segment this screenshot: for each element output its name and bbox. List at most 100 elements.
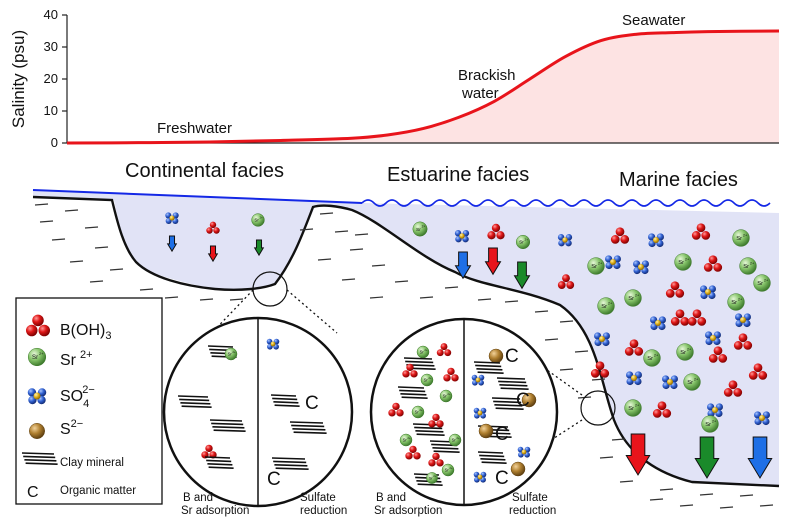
boron-molecule [665,281,685,298]
sulfide-ion [29,423,45,439]
sediment-dash [34,203,49,206]
y-tick-label: 40 [44,7,58,22]
legend-label-sulfate: SO42− [60,384,95,410]
sediment-dash [94,246,109,249]
sediment-dash [544,338,559,341]
boron-molecule [687,309,707,326]
svg-text:2+: 2+ [750,261,755,265]
sediment-dash [51,238,66,241]
svg-text:Sr: Sr [601,304,607,310]
svg-text:2+: 2+ [428,376,431,380]
sulfate-ion [266,338,280,350]
strontium-ion: Sr2+ [676,343,694,361]
boron-molecule [428,413,444,428]
boron-molecule [670,309,690,326]
organic-matter-symbol: C [505,346,519,367]
flux-arrow [694,436,720,479]
zoom-marker-estuarine [580,390,616,426]
clay-mineral [270,394,300,407]
sulfate-ion [27,388,47,405]
svg-text:Sr: Sr [416,227,421,233]
y-tick-label: 20 [44,71,58,86]
legend-label-boron: B(OH)3 [60,322,111,342]
svg-text:Sr: Sr [445,468,450,473]
sediment-dash [64,209,79,212]
sediment-dash [39,220,54,223]
sulfate-ion [165,212,179,224]
boron-molecule [723,380,743,397]
sediment-dash [69,260,84,263]
zoom-callouts [204,271,616,469]
svg-text:2+: 2+ [422,225,426,229]
clay-mineral [473,361,504,374]
sediment-dash [504,300,519,303]
legend-organic-symbol: C [27,484,39,501]
sediment-dash [319,212,334,215]
svg-text:2+: 2+ [685,257,690,261]
flux-arrow [454,251,472,280]
svg-text:2+: 2+ [654,353,659,357]
svg-text:Sr: Sr [424,378,429,383]
clay-mineral [177,395,212,408]
sediment-dash [591,378,606,381]
legend-label-organic: Organic matter [60,485,136,497]
sediment-dash [109,268,124,271]
flux-arrow [484,247,502,276]
sulfide-ion [521,392,537,408]
organic-matter-symbol: C [495,468,509,489]
sediment-dash [619,480,634,483]
sulfate-ion [705,331,721,346]
clay-mineral [477,451,507,464]
svg-text:2+: 2+ [449,466,452,470]
seabed-line [32,195,780,488]
salinity-line [66,29,780,145]
boron-molecule [708,346,728,363]
clay-mineral [412,423,445,436]
sulfate-ion [662,375,678,390]
boron-molecule [652,401,672,418]
boron-molecule [703,255,723,272]
clay-mineral [21,452,58,465]
sediment-dash [84,226,99,229]
strontium-ion: Sr2+ [412,221,428,237]
strontium-ion: Sr2+ [624,399,642,417]
zoom-line [286,289,338,334]
sulfide-ion [478,423,494,439]
sediment-dash [599,456,614,459]
boron-molecule [748,363,768,380]
svg-text:2+: 2+ [424,348,427,352]
y-tick-label: 30 [44,39,58,54]
svg-text:2+: 2+ [694,377,699,381]
svg-text:Sr: Sr [591,264,597,270]
flux-arrow [166,235,178,253]
svg-text:2+: 2+ [764,278,769,282]
sediment-dash [649,498,664,501]
boron-molecule [487,223,505,240]
svg-text:2+: 2+ [608,301,613,305]
boron-molecule [388,402,404,417]
svg-text:Sr: Sr [32,355,38,361]
svg-text:2+: 2+ [447,392,450,396]
organic-matter-symbol: C [267,469,281,490]
strontium-ion: Sr2+ [753,274,771,292]
sulfate-ion [594,332,610,347]
svg-text:Sr: Sr [678,260,684,266]
zoom-line [504,339,583,396]
sediment-dash [299,228,314,231]
svg-text:Sr: Sr [420,350,425,355]
svg-text:Sr: Sr [403,438,408,443]
sediment-dash [369,296,384,299]
svg-text:2+: 2+ [635,403,640,407]
sulfate-ion [517,446,531,458]
svg-text:2+: 2+ [232,350,235,354]
sulfate-ion [650,316,666,331]
sediment-dash [611,438,626,441]
